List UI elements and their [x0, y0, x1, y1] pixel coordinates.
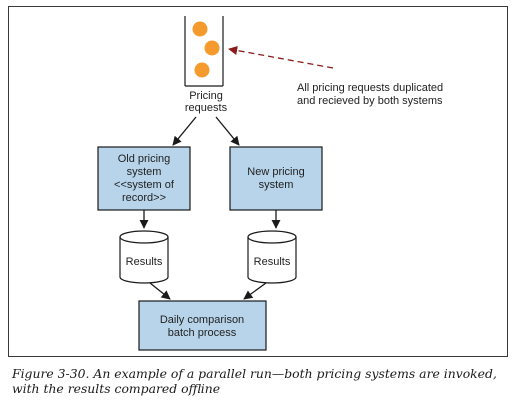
arrow-results-left-to-comparison	[149, 282, 171, 300]
new-pricing-system-box	[229, 146, 323, 211]
daily-comparison-box	[138, 300, 267, 351]
new-system-line-1: New pricing	[247, 166, 304, 178]
request-dot	[194, 62, 210, 78]
comparison-line-1: Daily comparison	[160, 314, 244, 326]
arrow-to-new-system	[215, 116, 240, 146]
old-system-line-2: system	[127, 166, 162, 178]
old-system-line-4: record>>	[122, 192, 166, 204]
results-database-right	[247, 230, 297, 284]
figure-caption: Figure 3-30. An example of a parallel ru…	[12, 366, 497, 396]
request-dot	[204, 40, 220, 56]
old-system-line-3: <<system of	[114, 179, 175, 191]
comparison-line-2: batch process	[168, 327, 237, 339]
old-pricing-system-box	[97, 146, 191, 211]
figure-frame	[8, 6, 508, 357]
results-left-label: Results	[126, 256, 163, 268]
results-right-label: Results	[254, 256, 291, 268]
request-queue	[184, 16, 224, 87]
new-system-line-2: system	[259, 179, 294, 191]
queue-label-line-1: Pricing	[189, 90, 223, 102]
annotation-line-2: and recieved by both systems	[297, 95, 443, 107]
results-database-left	[119, 230, 169, 284]
duplication-dashed-arrow	[228, 45, 334, 69]
arrow-to-old-system	[172, 116, 197, 146]
old-system-line-1: Old pricing	[118, 153, 171, 165]
annotation-line-1: All pricing requests duplicated	[297, 82, 443, 94]
queue-label-line-2: requests	[185, 102, 228, 114]
request-dot	[192, 21, 208, 37]
arrow-results-right-to-comparison	[243, 282, 267, 300]
parallel-run-diagram: Pricing requests All pricing requests du…	[97, 16, 443, 351]
